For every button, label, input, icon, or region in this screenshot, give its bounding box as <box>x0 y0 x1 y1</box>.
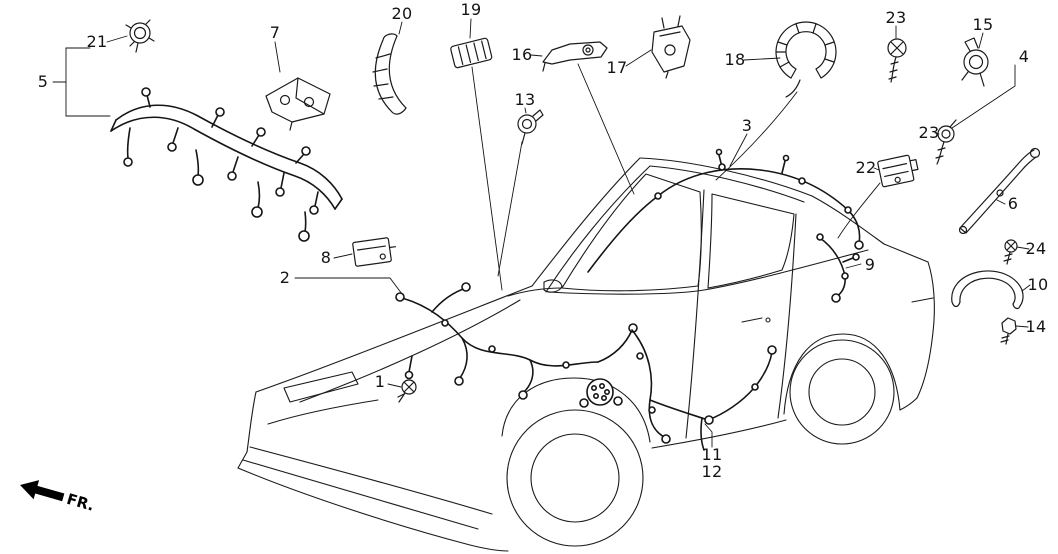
callout-9-19: 9 <box>864 255 876 274</box>
leader-lines <box>52 18 1031 448</box>
part-sketch-1 <box>397 379 417 403</box>
part-sketch-14 <box>1000 317 1017 345</box>
part-sketch-22 <box>877 154 919 188</box>
callout-23-9: 23 <box>885 8 907 27</box>
part-sketches <box>125 15 1041 403</box>
callout-11-23: 11 <box>701 445 723 464</box>
callout-13-6: 13 <box>514 90 536 109</box>
harness-drawings <box>110 87 864 451</box>
callout-12-24: 12 <box>701 462 723 481</box>
part-sketch-7 <box>265 77 331 131</box>
callout-6-15: 6 <box>1007 194 1019 213</box>
callout-17-7: 17 <box>606 58 628 77</box>
callout-10-17: 10 <box>1027 275 1049 294</box>
callout-22-14: 22 <box>855 158 877 177</box>
part-sketch-20 <box>372 33 407 115</box>
part-sketch-15 <box>961 37 989 87</box>
part-sketch-16 <box>542 41 608 72</box>
direction-indicator: FR. <box>17 474 97 516</box>
part-sketch-17 <box>651 15 691 79</box>
part-sketch-21 <box>125 19 155 53</box>
callout-1-22: 1 <box>374 372 386 391</box>
callout-20-3: 20 <box>391 4 413 23</box>
callout-23-13: 23 <box>918 123 940 142</box>
callout-5-0: 5 <box>37 72 49 91</box>
callout-21-1: 21 <box>86 32 108 51</box>
part-sketch-8 <box>352 237 397 267</box>
part-sketch-24 <box>1003 239 1018 265</box>
callout-4-11: 4 <box>1018 47 1030 66</box>
part-sketch-13 <box>517 109 544 145</box>
part-sketch-6 <box>958 147 1041 235</box>
callout-7-2: 7 <box>269 23 281 42</box>
callout-24-16: 24 <box>1025 239 1047 258</box>
callout-14-18: 14 <box>1025 317 1047 336</box>
part-sketch-10 <box>951 270 1024 310</box>
callout-18-8: 18 <box>724 50 746 69</box>
part-sketch-23-top <box>887 38 907 83</box>
callout-3-12: 3 <box>741 116 753 135</box>
part-sketch-18 <box>775 21 837 98</box>
callout-2-21: 2 <box>279 268 291 287</box>
fr-arrow-icon <box>20 480 65 502</box>
part-sketch-19 <box>450 37 493 69</box>
car-body <box>237 157 935 552</box>
callout-19-4: 19 <box>460 0 482 19</box>
callout-16-5: 16 <box>511 45 533 64</box>
callout-8-20: 8 <box>320 248 332 267</box>
callout-15-10: 15 <box>972 15 994 34</box>
